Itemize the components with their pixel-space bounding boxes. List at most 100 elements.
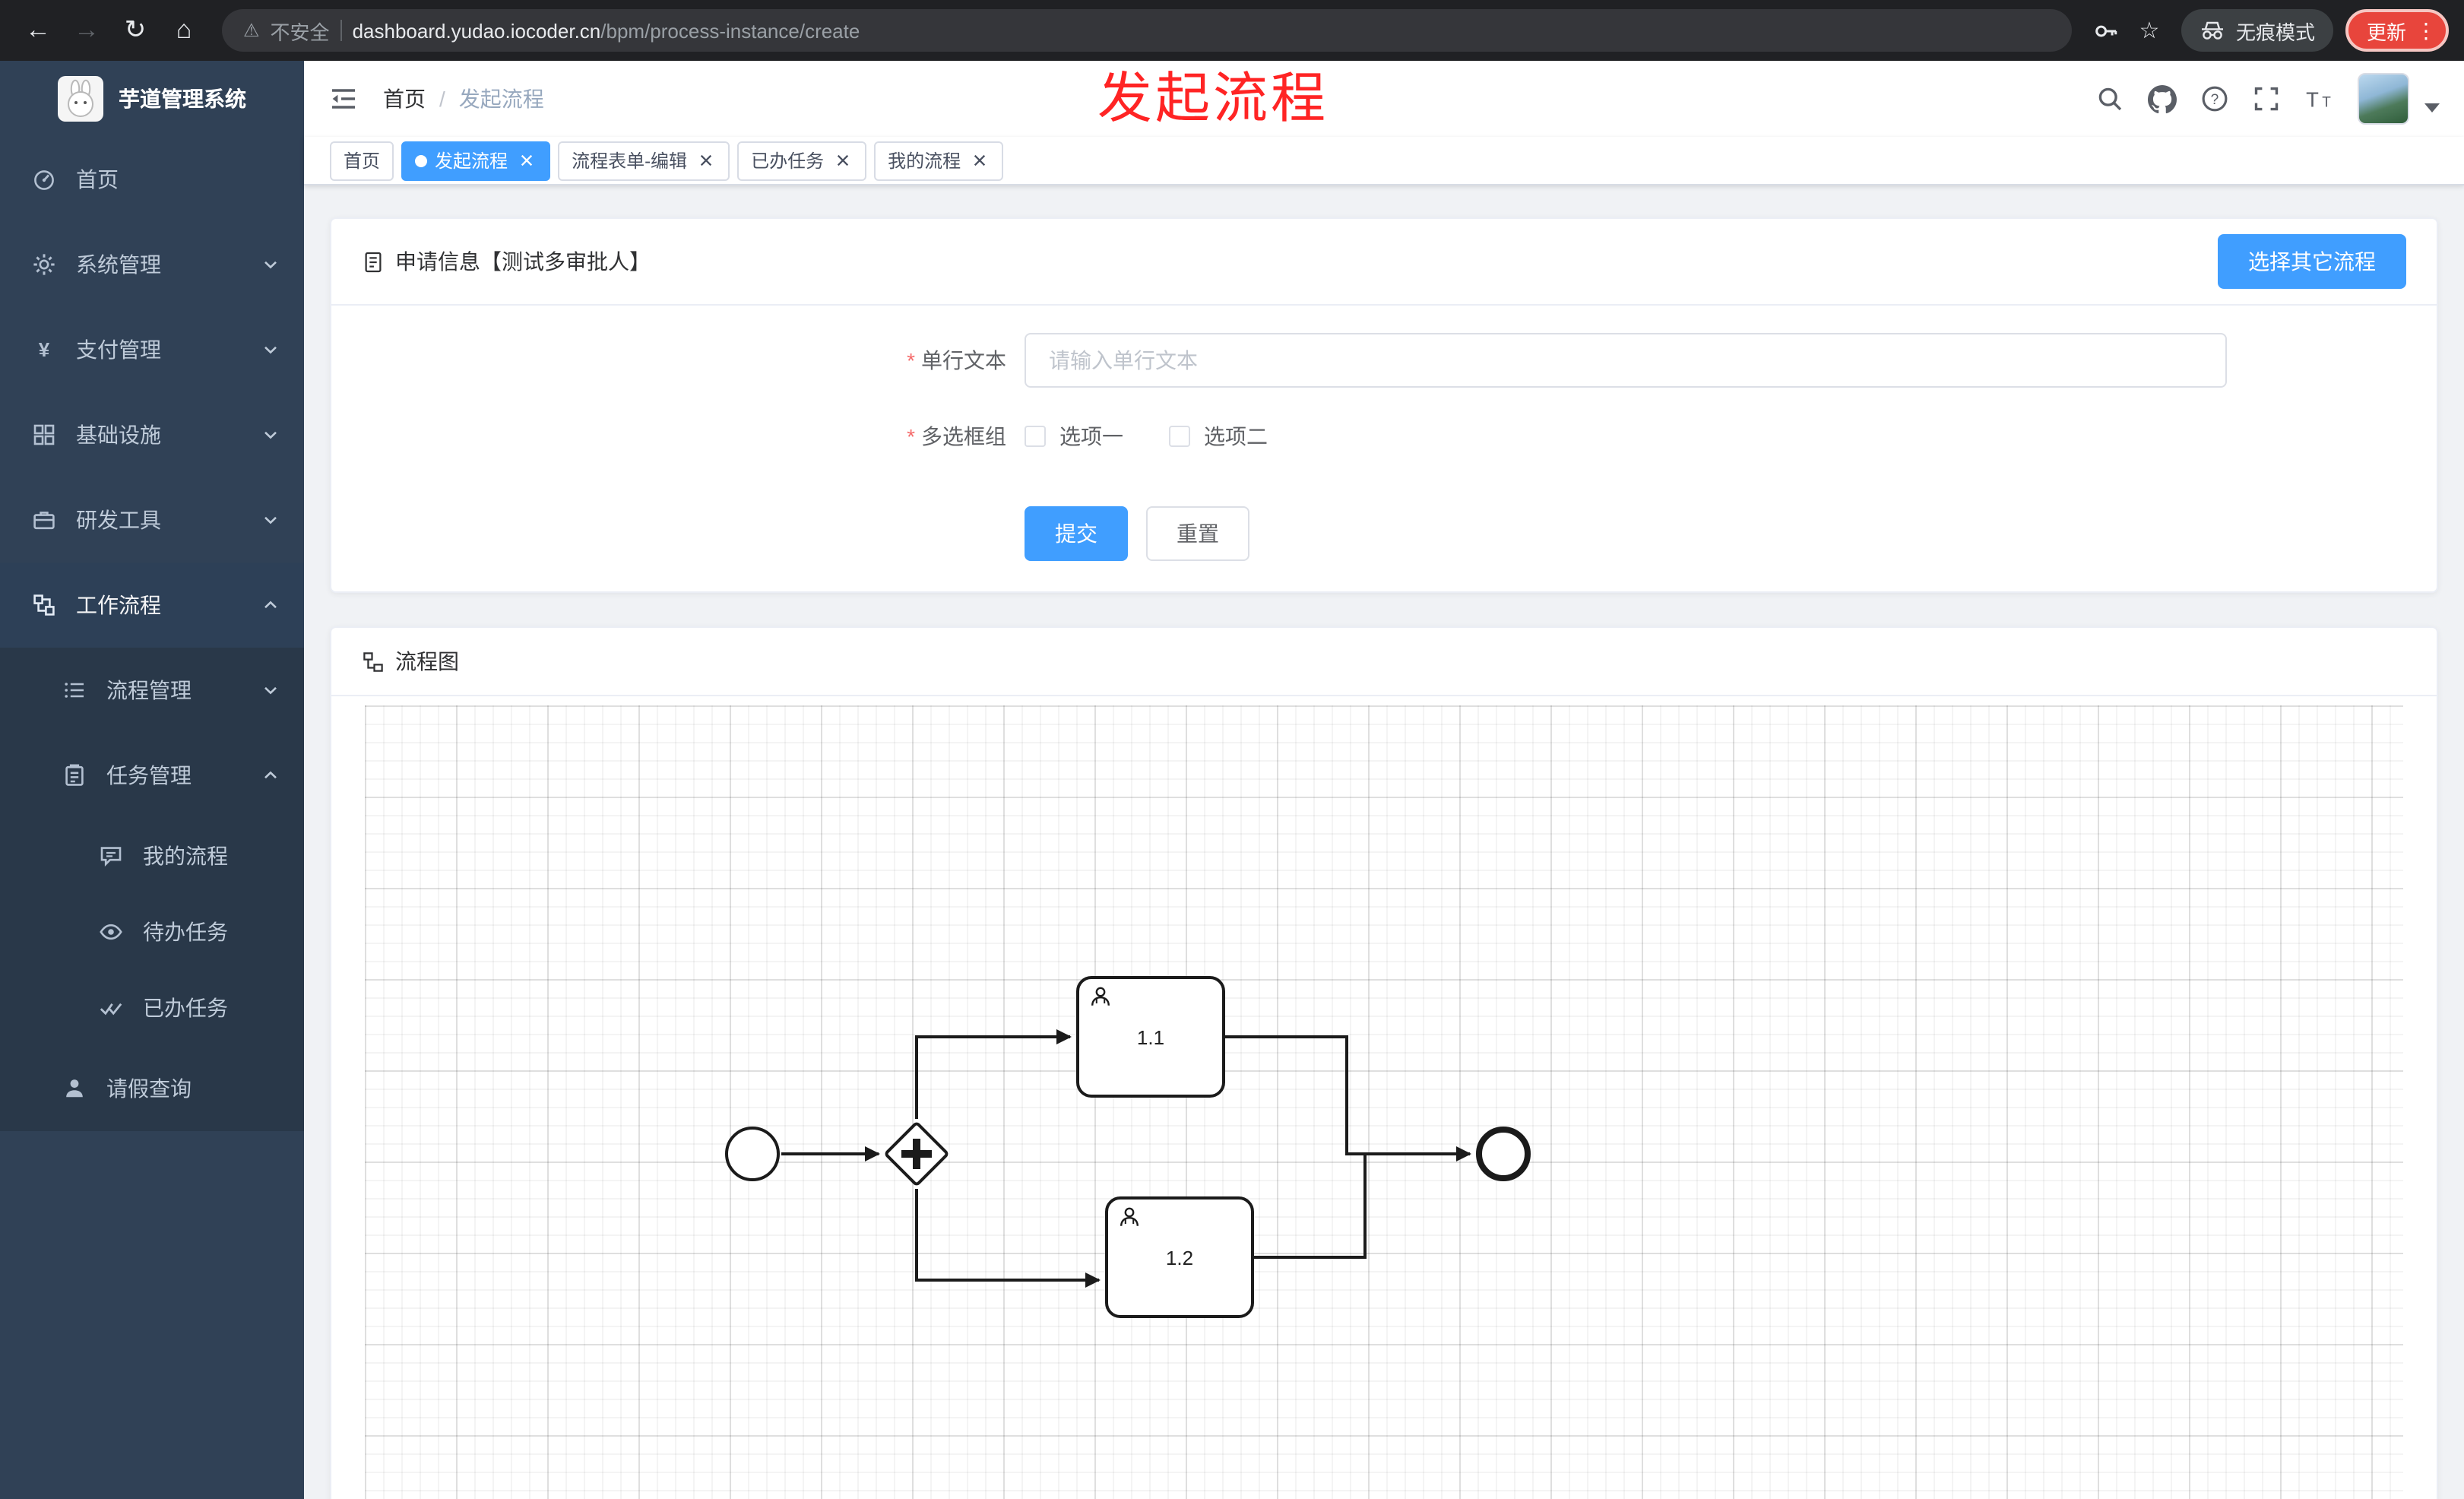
browser-back-button[interactable]: ← — [25, 15, 51, 44]
search-icon[interactable] — [2096, 85, 2124, 113]
fullscreen-icon[interactable] — [2253, 85, 2280, 113]
sequence-flow[interactable] — [1254, 1152, 1367, 1259]
user-task[interactable]: 1.2 — [1105, 1196, 1254, 1318]
sidebar-item-5[interactable]: 工作流程 — [0, 563, 304, 648]
plus-icon — [913, 1139, 920, 1169]
sidebar-item-label: 研发工具 — [76, 508, 161, 532]
breadcrumb: 首页 / 发起流程 — [383, 84, 544, 114]
sidebar-item-9[interactable]: 待办任务 — [0, 894, 304, 970]
sidebar-item-6[interactable]: 流程管理 — [0, 648, 304, 733]
sidebar-item-4[interactable]: 研发工具 — [0, 477, 304, 563]
checkbox-field-label: * 多选框组 — [824, 421, 1006, 452]
chevron-up-icon — [261, 596, 280, 614]
bpmn-edges — [781, 1029, 1471, 1288]
sidebar-item-1[interactable]: 系统管理 — [0, 222, 304, 307]
bpmn-canvas[interactable]: 1.1 1.2 — [365, 705, 2403, 1499]
checkbox-group: 选项一 选项二 — [1025, 421, 1313, 452]
sidebar-item-7[interactable]: 任务管理 — [0, 733, 304, 818]
close-icon[interactable] — [515, 150, 537, 171]
chevron-down-icon — [261, 426, 280, 444]
url-text: dashboard.yudao.iocoder.cn/bpm/process-i… — [353, 19, 860, 42]
browser-chrome: ← → ↻ ⌂ ⚠ 不安全 dashboard.yudao.iocoder.cn… — [0, 0, 2464, 61]
workflow-icon — [30, 591, 58, 619]
parallel-gateway[interactable] — [882, 1119, 952, 1189]
sidebar-menu: 首页系统管理 ¥ 支付管理基础设施研发工具工作流程流程管理任务管理我的流程待办任务已… — [0, 137, 304, 1131]
browser-forward-button[interactable]: → — [74, 15, 100, 44]
tab-0[interactable]: 首页 — [330, 141, 394, 180]
svg-text:?: ? — [2211, 92, 2219, 108]
tab-1[interactable]: 发起流程 — [401, 141, 551, 180]
apply-card-title: 申请信息【测试多审批人】 — [395, 249, 651, 274]
svg-text:¥: ¥ — [39, 338, 50, 361]
sidebar-item-3[interactable]: 基础设施 — [0, 392, 304, 477]
checkbox-option-1[interactable]: 选项二 — [1169, 421, 1268, 452]
sequence-flow[interactable] — [915, 1029, 1072, 1119]
tab-label: 我的流程 — [888, 151, 961, 172]
close-icon[interactable] — [695, 150, 716, 171]
text-field-label-text: 单行文本 — [921, 348, 1006, 372]
sidebar-item-label: 请假查询 — [106, 1076, 192, 1101]
single-line-text-input[interactable] — [1025, 333, 2227, 388]
text-field-row: * 单行文本 — [824, 333, 2437, 388]
incognito-label: 无痕模式 — [2235, 21, 2315, 43]
end-event[interactable] — [1476, 1127, 1531, 1181]
help-icon[interactable]: ? — [2201, 85, 2228, 113]
annotation-overlay: 发起流程 — [1097, 67, 1329, 129]
start-event[interactable] — [725, 1127, 780, 1181]
tab-label: 已办任务 — [751, 151, 825, 172]
checkbox-icon[interactable] — [1025, 426, 1046, 447]
chevron-down-icon[interactable] — [2424, 103, 2440, 113]
chevron-down-icon — [261, 511, 280, 529]
update-button[interactable]: 更新 ⋮ — [2345, 9, 2449, 52]
sidebar-item-0[interactable]: 首页 — [0, 137, 304, 222]
user-avatar[interactable] — [2358, 73, 2409, 125]
infra-icon — [30, 421, 58, 448]
address-bar[interactable]: ⚠ 不安全 dashboard.yudao.iocoder.cn/bpm/pro… — [222, 9, 2072, 52]
submit-button[interactable]: 提交 — [1025, 506, 1128, 561]
checkbox-option-label: 选项一 — [1059, 424, 1123, 448]
chat-icon — [97, 842, 125, 870]
checkbox-field-label-text: 多选框组 — [921, 424, 1006, 448]
close-icon[interactable] — [968, 150, 990, 171]
tab-4[interactable]: 我的流程 — [874, 141, 1004, 180]
sidebar: 芋道管理系统 首页系统管理 ¥ 支付管理基础设施研发工具工作流程流程管理任务管理我的… — [0, 61, 304, 1499]
app-logo[interactable]: 芋道管理系统 — [0, 61, 304, 137]
user-task[interactable]: 1.1 — [1076, 976, 1225, 1098]
choose-other-process-button[interactable]: 选择其它流程 — [2218, 234, 2406, 289]
sidebar-item-2[interactable]: ¥ 支付管理 — [0, 307, 304, 392]
sidebar-item-label: 支付管理 — [76, 338, 161, 362]
sequence-flow[interactable] — [1225, 1035, 1471, 1161]
menu-dots-icon[interactable]: ⋮ — [2415, 17, 2437, 42]
sidebar-item-11[interactable]: 请假查询 — [0, 1046, 304, 1131]
sidebar-item-8[interactable]: 我的流程 — [0, 818, 304, 894]
sidebar-item-10[interactable]: 已办任务 — [0, 970, 304, 1046]
tab-label: 首页 — [344, 151, 381, 172]
sidebar-toggle-icon[interactable] — [328, 84, 359, 114]
yen-icon: ¥ — [30, 336, 58, 363]
chevron-down-icon — [261, 255, 280, 274]
star-icon[interactable]: ☆ — [2139, 18, 2160, 44]
breadcrumb-home[interactable]: 首页 — [383, 87, 426, 111]
github-icon[interactable] — [2148, 84, 2177, 113]
key-icon[interactable] — [2087, 11, 2127, 50]
close-icon[interactable] — [831, 150, 853, 171]
form-actions: 提交 重置 — [824, 506, 2437, 561]
breadcrumb-separator: / — [439, 87, 445, 111]
sidebar-item-label: 已办任务 — [143, 996, 228, 1020]
checkbox-icon[interactable] — [1169, 426, 1190, 447]
checkbox-option-label: 选项二 — [1204, 424, 1268, 448]
browser-reload-button[interactable]: ↻ — [124, 15, 147, 44]
tab-2[interactable]: 流程表单-编辑 — [558, 141, 730, 180]
url-divider — [340, 20, 342, 41]
reset-button[interactable]: 重置 — [1146, 506, 1249, 561]
checkbox-option-0[interactable]: 选项一 — [1025, 421, 1123, 452]
sequence-flow[interactable] — [915, 1189, 1101, 1288]
browser-home-button[interactable]: ⌂ — [176, 15, 192, 44]
sidebar-item-label: 系统管理 — [76, 252, 161, 277]
person-icon — [61, 1075, 88, 1102]
double-check-icon — [97, 994, 125, 1022]
apply-card-header: 申请信息【测试多审批人】 选择其它流程 — [331, 219, 2437, 306]
tab-3[interactable]: 已办任务 — [737, 141, 867, 180]
